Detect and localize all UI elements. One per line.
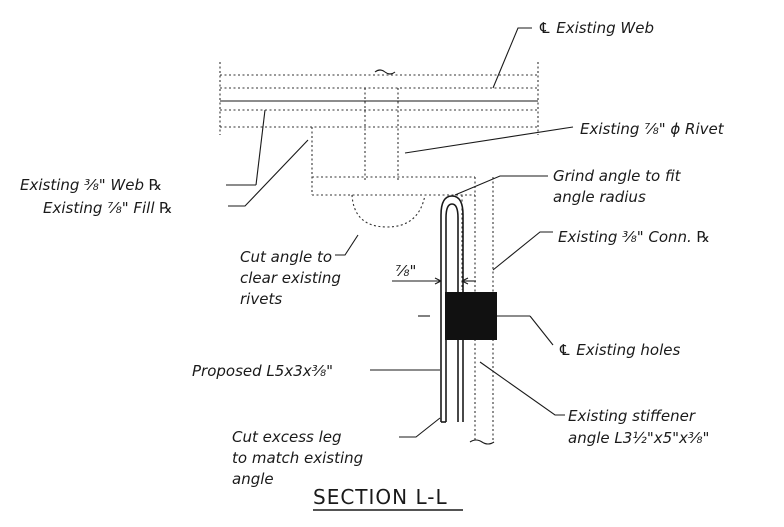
label-existing-web-plate: Existing ³⁄₈" Web ℞: [20, 176, 162, 194]
label-cut-angle-line1: Cut angle to: [240, 248, 332, 266]
label-cut-leg-line3: angle: [232, 470, 274, 488]
label-cut-leg-line1: Cut excess leg: [232, 428, 342, 446]
label-cut-leg-line2: to match existing: [232, 449, 363, 467]
existing-holes-block: [445, 292, 497, 340]
label-stiffener-line1: Existing stiffener: [568, 407, 696, 425]
label-dimension-78: ⁷⁄₈": [395, 262, 416, 280]
label-stiffener-line2: angle L3½"x5"x³⁄₈": [568, 429, 709, 447]
existing-angle-radius: [351, 194, 426, 228]
label-cut-angle-line2: clear existing: [240, 269, 341, 287]
leaders: [226, 27, 574, 438]
label-cut-angle-line3: rivets: [240, 290, 282, 308]
label-cl-existing-web: ℄ Existing Web: [538, 19, 654, 37]
holes-centerline: [418, 315, 554, 346]
fill-plate: [311, 127, 475, 196]
label-existing-fill-plate: Existing ⁷⁄₈" Fill ℞: [43, 199, 173, 217]
label-conn-plate: Existing ³⁄₈" Conn. ℞: [558, 228, 710, 246]
proposed-angle: [440, 195, 464, 423]
section-title: SECTION L-L: [313, 485, 448, 509]
dimension-78: [392, 277, 476, 285]
rivet: [364, 88, 399, 180]
label-proposed-angle: Proposed L5x3x³⁄₈": [192, 362, 333, 380]
label-grind-line1: Grind angle to fit: [553, 167, 682, 185]
top-flange: [219, 62, 539, 135]
label-cl-existing-holes: ℄ Existing holes: [558, 341, 680, 359]
label-existing-rivet: Existing ⁷⁄₈" ϕ Rivet: [580, 120, 725, 138]
label-grind-line2: angle radius: [553, 188, 646, 206]
